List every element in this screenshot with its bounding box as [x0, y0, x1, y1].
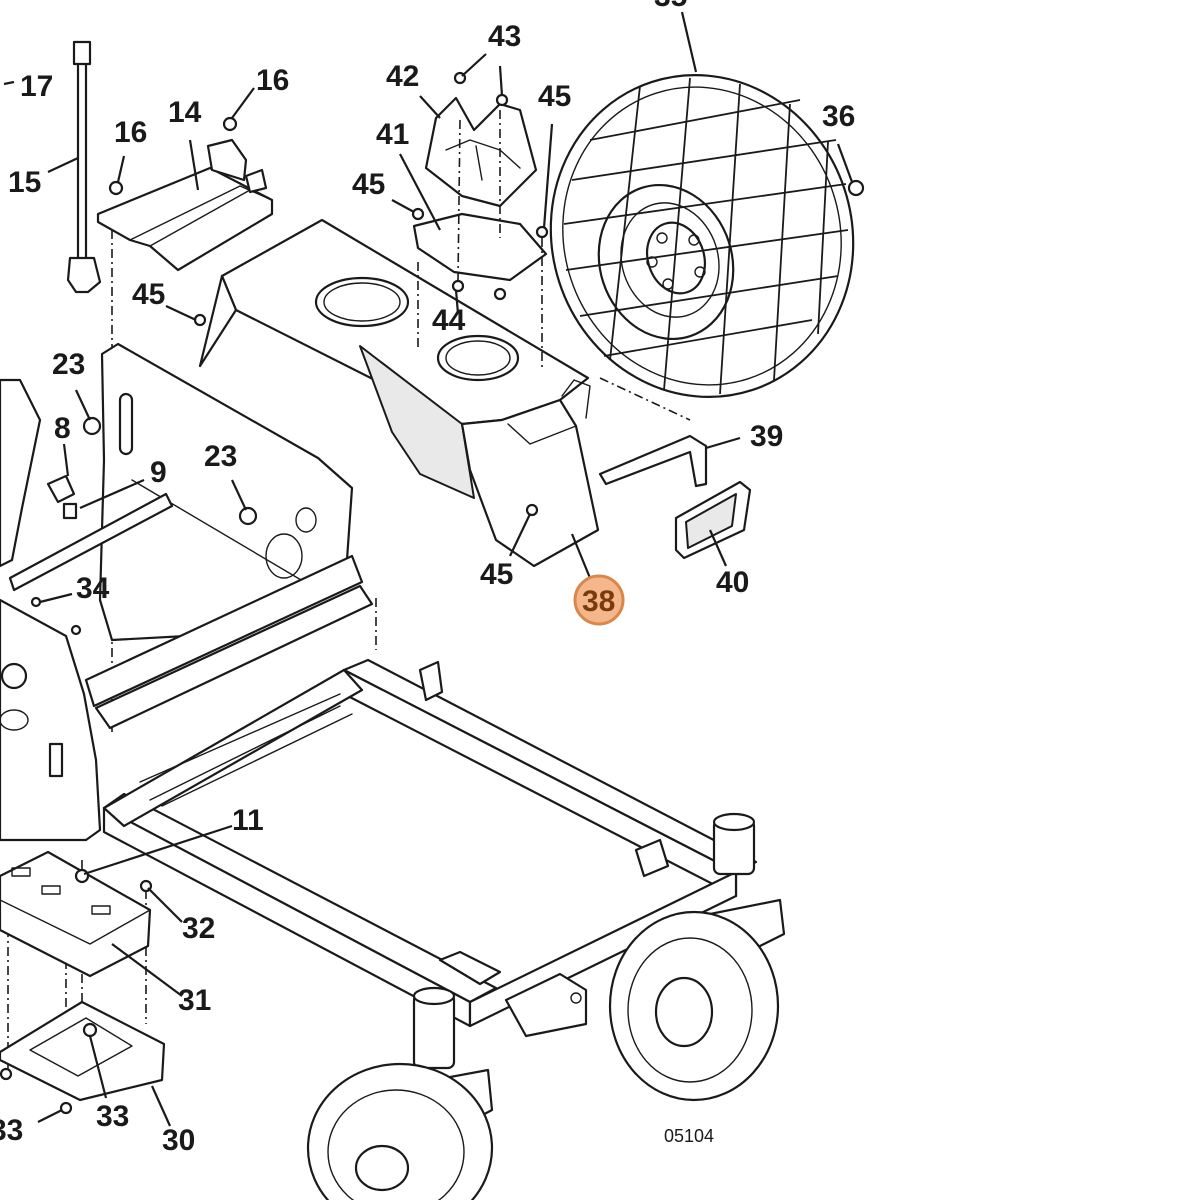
engine-deck-left [0, 378, 102, 842]
figure-id: 05104 [664, 1126, 714, 1146]
mount-plate-part-30 [0, 1000, 166, 1102]
caster-front-right [608, 812, 786, 1102]
callout-40: 40 [716, 566, 749, 599]
callout-36: 36 [822, 100, 855, 133]
callout-17: 17 [20, 70, 53, 103]
callout-8: 8 [54, 412, 71, 445]
callout-45: 45 [352, 168, 385, 201]
callout-31: 31 [178, 984, 211, 1017]
callout-39: 39 [750, 420, 783, 453]
bracket-assembly-31 [0, 850, 152, 978]
callout-labels: 17 16 14 16 15 43 42 45 41 45 36 45 44 2… [0, 0, 855, 1157]
callout-35: 35 [654, 0, 687, 13]
hardware [0, 71, 865, 1115]
callout-23: 23 [204, 440, 237, 473]
upper-frame-rails [8, 492, 374, 730]
callout-45: 45 [538, 80, 571, 113]
callout-38: 38 [582, 585, 615, 618]
grille-part-40 [674, 480, 752, 560]
callout-9: 9 [150, 456, 167, 489]
tank-cover-part-42 [424, 96, 538, 208]
strap-part-15 [66, 40, 102, 294]
callout-34: 34 [76, 572, 110, 605]
bracket-part-39 [598, 434, 708, 488]
callout-15: 15 [8, 166, 41, 199]
rear-tire [549, 74, 855, 398]
callout-33: 33 [0, 1114, 23, 1147]
panel-part-38 [460, 379, 600, 568]
main-frame [102, 658, 758, 1038]
callout-23: 23 [52, 348, 85, 381]
callout-30: 30 [162, 1124, 195, 1157]
callout-16: 16 [256, 64, 289, 97]
callout-44: 44 [432, 304, 466, 337]
leader-lines [3, 11, 854, 1127]
caster-front-left [306, 986, 494, 1200]
battery-tray-part-14 [96, 138, 274, 272]
callout-45: 45 [480, 558, 513, 591]
callout-41: 41 [376, 118, 409, 151]
callout-14: 14 [168, 96, 202, 129]
callout-45: 45 [132, 278, 165, 311]
callout-42: 42 [386, 60, 419, 93]
callout-32: 32 [182, 912, 215, 945]
highlight-circle-38 [573, 574, 625, 626]
callout-43: 43 [488, 20, 521, 53]
callout-11: 11 [232, 804, 264, 837]
gasket-part-41 [412, 212, 548, 282]
callout-33: 33 [96, 1100, 129, 1133]
callout-16: 16 [114, 116, 147, 149]
